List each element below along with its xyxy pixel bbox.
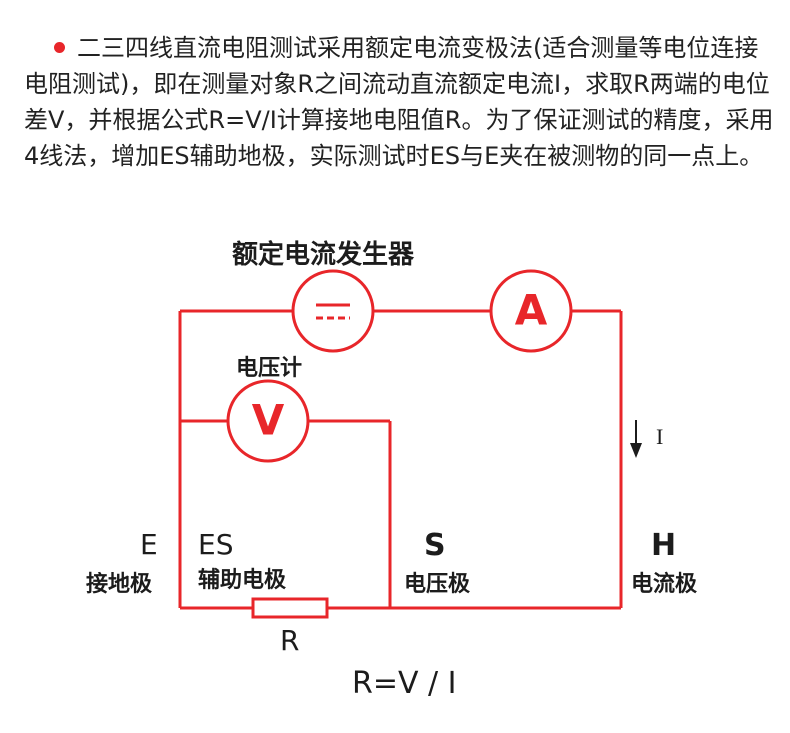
es-letter: ES bbox=[198, 528, 234, 561]
s-name: 电压极 bbox=[404, 572, 471, 597]
generator-label: 额定电流发生器 bbox=[232, 240, 415, 270]
current-label: I bbox=[656, 424, 664, 449]
description-text: 二三四线直流电阻测试采用额定电流变极法(适合测量等电位连接电阻测试)，即在测量对… bbox=[24, 34, 774, 170]
s-letter: S bbox=[424, 528, 446, 563]
ammeter-symbol: A bbox=[514, 285, 548, 335]
dc-source-icon bbox=[291, 269, 375, 353]
e-letter: E bbox=[140, 528, 158, 561]
formula: R=V / I bbox=[352, 666, 457, 701]
current-arrow-icon bbox=[630, 420, 642, 458]
e-name: 接地极 bbox=[86, 572, 153, 597]
h-name: 电流极 bbox=[631, 572, 698, 597]
bullet-icon bbox=[54, 42, 65, 53]
resistor-label: R bbox=[280, 624, 300, 657]
es-name: 辅助电极 bbox=[198, 568, 287, 593]
voltmeter-symbol: V bbox=[251, 395, 285, 445]
voltmeter-icon bbox=[226, 379, 310, 463]
ammeter-icon bbox=[489, 269, 573, 353]
h-letter: H bbox=[651, 528, 677, 563]
description-paragraph: 二三四线直流电阻测试采用额定电流变极法(适合测量等电位连接电阻测试)，即在测量对… bbox=[24, 30, 774, 174]
voltmeter-label: 电压计 bbox=[236, 356, 303, 381]
dc-symbol bbox=[316, 303, 350, 320]
resistor-icon bbox=[251, 597, 329, 619]
